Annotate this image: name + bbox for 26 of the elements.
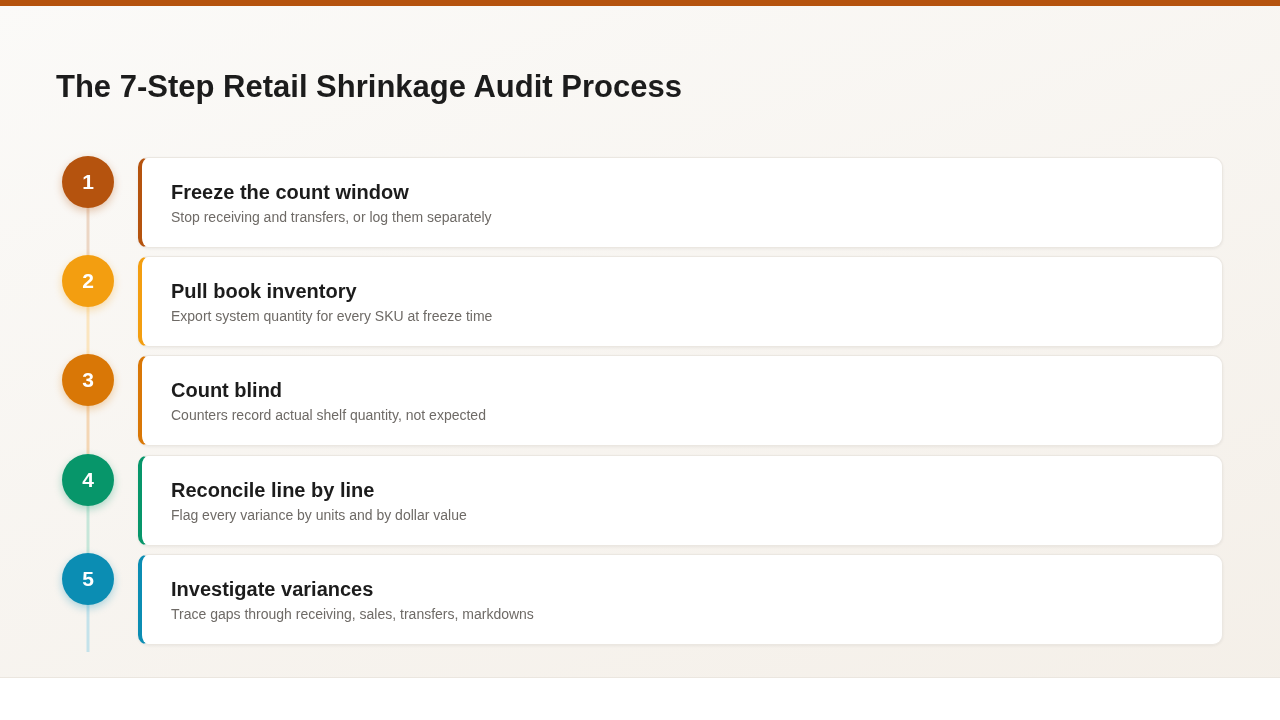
step-title: Pull book inventory [171, 279, 357, 303]
step-card [138, 157, 1223, 248]
step-card [138, 256, 1223, 347]
step-description: Flag every variance by units and by dollar value [171, 507, 467, 524]
title: The 7-Step Retail Shrinkage Audit Process [56, 69, 682, 105]
step-number-circle: 4 [62, 454, 114, 506]
connector-line [86, 406, 90, 454]
step-description: Stop receiving and transfers, or log them separately [171, 209, 492, 226]
step-number-circle: 5 [62, 553, 114, 605]
step-card [138, 455, 1223, 546]
step-number-circle: 3 [62, 354, 114, 406]
connector-line [86, 208, 90, 255]
step-description: Counters record actual shelf quantity, not expected [171, 407, 486, 424]
step-title: Reconcile line by line [171, 478, 375, 502]
step-number-circle: 1 [62, 156, 114, 208]
step-card [138, 355, 1223, 446]
step-card [138, 554, 1223, 645]
step-number-circle: 2 [62, 255, 114, 307]
step-description: Trace gaps through receiving, sales, transfers, markdowns [171, 606, 534, 623]
connector-line [86, 307, 90, 354]
step-title: Freeze the count window [171, 180, 409, 204]
connector-line [86, 506, 90, 553]
step-description: Export system quantity for every SKU at freeze time [171, 308, 493, 325]
step-title: Count blind [171, 378, 283, 402]
connector-line [86, 605, 90, 652]
step-title: Investigate variances [171, 577, 374, 601]
